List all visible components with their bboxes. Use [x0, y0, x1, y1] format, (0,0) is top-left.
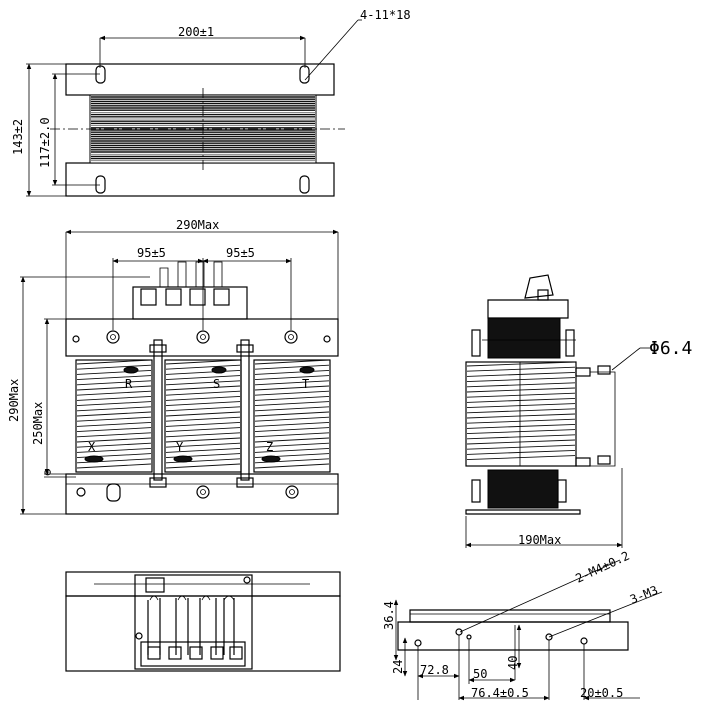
thread-note-a: 2-M4±0.2	[573, 549, 631, 586]
dim-36-4: 36.4	[382, 601, 396, 630]
top-clamp-lower	[65, 162, 335, 197]
phase-label-y: Y	[176, 440, 184, 454]
lower-yoke	[65, 473, 339, 515]
coil-r	[75, 359, 153, 473]
dim-72-8: 72.8	[420, 663, 449, 677]
mounting-slot	[95, 65, 106, 84]
inner-height-dimension: 117±2.0	[38, 117, 52, 168]
slot-note: 4-11*18	[360, 8, 411, 22]
ground-symbol: ⊕	[44, 465, 51, 479]
top-view: 200±1 4-11*18 143±2 117±2.0	[11, 8, 411, 197]
phase-label-s: S	[213, 377, 220, 391]
mounting-slot	[299, 175, 310, 194]
tie-rod	[240, 339, 250, 481]
phase-label-t: T	[302, 377, 309, 391]
upper-yoke	[65, 318, 339, 357]
coil-height-dimension: 250Max	[31, 402, 45, 445]
thread-note-b: 3-M3	[628, 583, 660, 607]
lifting-lug	[524, 274, 554, 299]
top-clamp-upper	[65, 63, 335, 96]
terminal-spacing-right: 95±5	[226, 246, 255, 260]
terminal-spacing-left: 95±5	[137, 246, 166, 260]
terminal-bolt-s	[196, 330, 210, 344]
hole-diameter: Φ6.4	[649, 338, 692, 359]
dim-50: 50	[473, 667, 487, 681]
coil-t	[253, 359, 331, 473]
mounting-bar-upper	[409, 609, 611, 623]
depth-dimension: 190Max	[518, 533, 561, 547]
mounting-slot	[95, 175, 106, 194]
base-plate	[65, 595, 341, 672]
coil-s	[164, 359, 242, 473]
dim-40: 40	[506, 656, 520, 670]
terminal-bolt-r	[106, 330, 120, 344]
bottom-view	[65, 571, 341, 672]
mounting-detail: 2-M4±0.2 3-M3 36.4 24 72.8 50 40 76.4±0.…	[382, 549, 663, 701]
side-view: Φ6.4 190Max	[465, 274, 692, 548]
phase-label-r: R	[125, 377, 133, 391]
phase-label-x: X	[88, 440, 96, 454]
upper-core-yoke	[487, 317, 561, 359]
dim-76-4: 76.4±0.5	[471, 686, 529, 700]
top-width-dimension: 200±1	[178, 25, 214, 39]
mounting-slot	[299, 65, 310, 84]
lower-core-yoke	[487, 469, 559, 509]
terminal-box	[134, 574, 253, 670]
mounting-bar-lower	[397, 621, 629, 651]
front-width-dimension: 290Max	[176, 218, 219, 232]
front-view: 290Max 95±5 95±5 290Max 250Max	[7, 218, 339, 515]
tie-rod	[153, 339, 163, 481]
dim-24: 24	[391, 660, 405, 674]
dim-20: 20±0.5	[580, 686, 623, 700]
phase-label-z: Z	[266, 440, 273, 454]
side-coil	[465, 361, 577, 467]
terminal-bolt-t	[284, 330, 298, 344]
terminal-busbars	[159, 261, 223, 287]
front-height-dimension: 290Max	[7, 379, 21, 422]
outer-height-dimension: 143±2	[11, 119, 25, 155]
